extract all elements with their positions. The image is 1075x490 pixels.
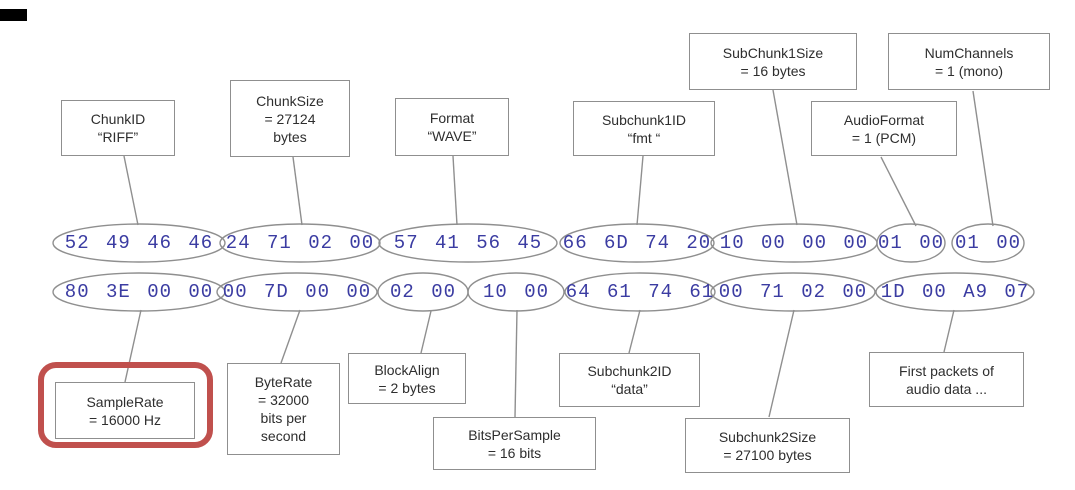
- hex-bytes-samplerate: 80 3E 00 00: [64, 281, 214, 303]
- ellipse-chunkid-bytes: [52, 223, 226, 263]
- connector-format: [452, 155, 458, 226]
- label-box-subchunk1id: Subchunk1ID “fmt “: [573, 101, 715, 156]
- label-box-first-packets: First packets of audio data ...: [869, 352, 1024, 407]
- connector-subchunk2id: [628, 309, 641, 354]
- ellipse-audiodata-bytes: [875, 272, 1035, 312]
- hex-bytes-byterate: 00 7D 00 00: [222, 281, 372, 303]
- connector-blockalign: [420, 310, 432, 354]
- ellipse-format-bytes: [378, 223, 558, 263]
- connector-numchannels: [972, 90, 994, 227]
- connector-chunkid: [123, 155, 139, 226]
- hex-bytes-bitspersample: 10 00: [482, 281, 550, 303]
- hex-bytes-chunkid: 52 49 46 46: [64, 232, 214, 254]
- ellipse-bitspersample-bytes: [467, 272, 565, 312]
- hex-bytes-subchunk2size: 00 71 02 00: [718, 281, 868, 303]
- hex-bytes-audiodata: 1D 00 A9 07: [880, 281, 1030, 303]
- ellipse-subchunk2size-bytes: [710, 272, 876, 312]
- label-box-blockalign: BlockAlign = 2 bytes: [348, 353, 466, 404]
- label-box-bitspersample: BitsPerSample = 16 bits: [433, 417, 596, 470]
- connector-subchunk2size: [768, 309, 795, 418]
- label-box-chunkid: ChunkID “RIFF”: [61, 100, 175, 156]
- hex-bytes-subchunk1size: 10 00 00 00: [719, 232, 869, 254]
- hex-bytes-format: 57 41 56 45: [393, 232, 543, 254]
- black-mark: [0, 9, 27, 21]
- hex-bytes-blockalign: 02 00: [389, 281, 457, 303]
- ellipse-subchunk2id-bytes: [564, 272, 716, 312]
- label-box-subchunk1size: SubChunk1Size = 16 bytes: [689, 33, 857, 90]
- ellipse-subchunk1id-bytes: [559, 223, 715, 263]
- connector-chunksize: [292, 156, 303, 226]
- label-box-subchunk2size: Subchunk2Size = 27100 bytes: [685, 418, 850, 473]
- connector-subchunk1id: [636, 155, 644, 226]
- hex-bytes-subchunk1id: 66 6D 74 20: [562, 232, 712, 254]
- label-box-byterate: ByteRate = 32000 bits per second: [227, 363, 340, 455]
- label-box-samplerate[interactable]: SampleRate = 16000 Hz: [55, 382, 195, 439]
- ellipse-numchannels-bytes: [951, 223, 1025, 263]
- hex-bytes-chunksize: 24 71 02 00: [225, 232, 375, 254]
- label-box-numchannels: NumChannels = 1 (mono): [888, 33, 1050, 90]
- hex-bytes-subchunk2id: 64 61 74 61: [565, 281, 715, 303]
- connector-audioformat: [880, 156, 917, 227]
- ellipse-chunksize-bytes: [219, 223, 381, 263]
- connector-first-packets: [943, 309, 955, 353]
- label-box-audioformat: AudioFormat = 1 (PCM): [811, 101, 957, 156]
- connector-subchunk1size: [772, 89, 798, 226]
- connector-byterate: [280, 309, 301, 364]
- target-highlight-ring: [38, 362, 213, 448]
- connector-bitspersample: [514, 309, 518, 418]
- ellipse-audioformat-bytes: [876, 223, 946, 263]
- connector-samplerate: [124, 309, 142, 383]
- ellipse-samplerate-bytes: [52, 272, 226, 312]
- hex-bytes-numchannels: 01 00: [954, 232, 1022, 254]
- label-box-subchunk2id: Subchunk2ID “data”: [559, 353, 700, 407]
- hex-bytes-audioformat: 01 00: [877, 232, 945, 254]
- label-box-format: Format “WAVE”: [395, 98, 509, 156]
- label-box-chunksize: ChunkSize = 27124 bytes: [230, 80, 350, 157]
- ellipse-byterate-bytes: [216, 272, 378, 312]
